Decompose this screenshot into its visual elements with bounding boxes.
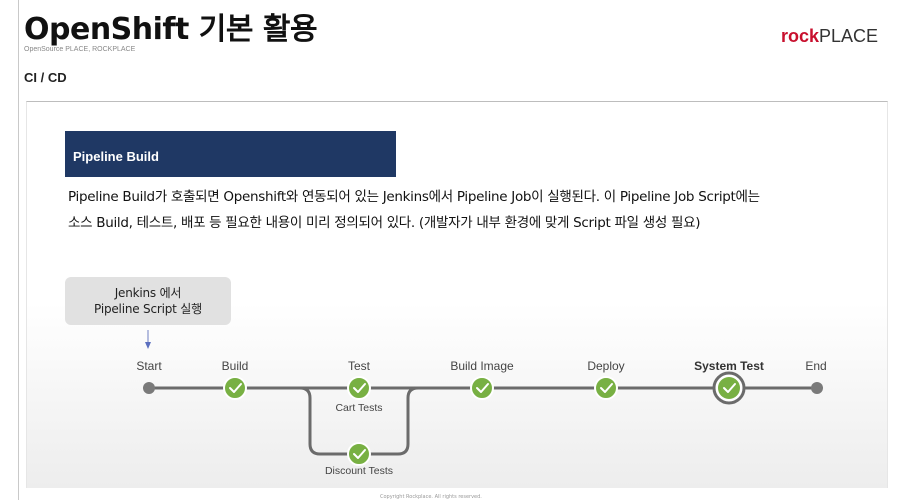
stage-node-end[interactable] <box>811 382 823 394</box>
footer-text: Copyright Rockplace. All rights reserved… <box>380 494 482 500</box>
stage-label-test: Test <box>348 359 371 373</box>
stage-node-deploy[interactable] <box>594 376 618 400</box>
branch-label-cart-tests: Cart Tests <box>335 402 382 414</box>
stage-node-build-image[interactable] <box>470 376 494 400</box>
brand-logo-place: PLACE <box>818 26 878 46</box>
branch-node-discount-tests[interactable] <box>347 442 371 466</box>
description-line-1: Pipeline Build가 호출되면 Openshift와 연동되어 있는 … <box>68 189 760 205</box>
jenkins-callout: Jenkins 에서 Pipeline Script 실행 <box>65 277 231 325</box>
check-icon <box>600 383 613 393</box>
check-icon <box>353 383 366 393</box>
page-title: OpenShift 기본 활용 <box>24 12 318 47</box>
callout-pointer-arrow <box>145 342 151 349</box>
stage-node-test[interactable] <box>347 376 371 400</box>
stage-label-build-image: Build Image <box>450 359 514 373</box>
pipeline-build-banner: Pipeline Build <box>65 131 396 177</box>
check-icon <box>229 383 242 393</box>
left-rule <box>18 0 19 500</box>
stage-node-build[interactable] <box>223 376 247 400</box>
description-line-2: 소스 Build, 테스트, 배포 등 필요한 내용이 미리 정의되어 있다. … <box>68 215 701 231</box>
stage-label-deploy: Deploy <box>587 359 624 373</box>
stage-label-system-test: System Test <box>694 359 764 373</box>
stage-label-end: End <box>805 359 826 373</box>
brand-logo-rock: rock <box>780 26 819 46</box>
page-subtitle: OpenSource PLACE, ROCKPLACE <box>24 46 136 53</box>
check-icon <box>476 383 489 393</box>
stage-label-build: Build <box>222 359 249 373</box>
stage-node-start[interactable] <box>143 382 155 394</box>
check-icon <box>723 383 736 393</box>
description: Pipeline Build가 호출되면 Openshift와 연동되어 있는 … <box>68 184 868 236</box>
callout-line-1: Jenkins 에서 <box>114 286 182 300</box>
check-icon <box>353 449 366 459</box>
stage-label-start: Start <box>136 359 162 373</box>
branch-label-discount-tests: Discount Tests <box>325 465 393 477</box>
section-heading: CI / CD <box>24 70 67 85</box>
callout-line-2: Pipeline Script 실행 <box>94 302 202 316</box>
brand-logo: rockPLACE <box>781 26 878 47</box>
stage-node-system-test[interactable] <box>712 371 746 405</box>
